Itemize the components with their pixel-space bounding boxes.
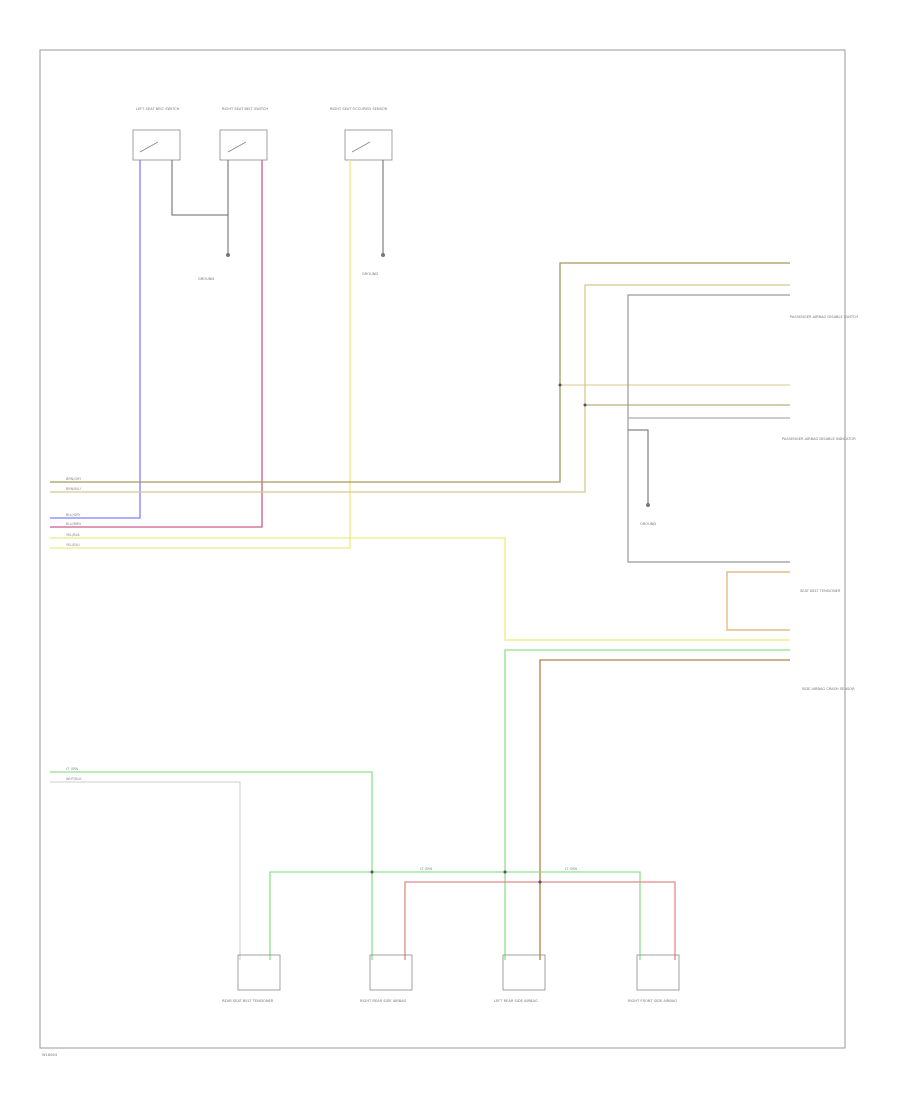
- tan-wire-1: [50, 262, 790, 483]
- brown-wire: [539, 659, 790, 960]
- left-seat-belt-switch: LEFT SEAT BELT SWITCH: [132, 107, 181, 161]
- green-wire: [504, 649, 790, 870]
- bottom-component-1-label: REAR SEAT BELT TENSIONER: [222, 999, 274, 1003]
- yellow-wire: [50, 160, 351, 549]
- ground-label: GROUND: [198, 277, 214, 281]
- bottom-component-1: REAR SEAT BELT TENSIONER: [222, 954, 281, 1003]
- green-bus: [269, 871, 641, 960]
- ground-label: GROUND: [362, 272, 378, 276]
- pink-wire: [50, 160, 263, 528]
- wire-label: YEL/BLU: [66, 543, 80, 547]
- wire-label: LT GRN: [420, 867, 433, 871]
- ground-symbol: [646, 503, 650, 507]
- seat-belt-tensioner-label: SEAT BELT TENSIONER: [800, 589, 841, 593]
- wire-label: BRN/GRY: [66, 477, 82, 481]
- orange-wire: [726, 571, 790, 631]
- disable-indicator-label: PASSENGER AIRBAG DISABLE INDICATOR: [782, 437, 856, 441]
- wire-label: BRN/BLU: [66, 487, 81, 491]
- right-seat-belt-switch: RIGHT SEAT BELT SWITCH: [219, 107, 268, 161]
- wire-label: LT GRN: [565, 867, 578, 871]
- green-wire-left: [50, 771, 373, 960]
- grey-wire: [627, 294, 790, 563]
- ground-symbol: [381, 253, 385, 257]
- wire-label: BLU/BRN: [66, 522, 81, 526]
- wire-label: LT GRN: [66, 767, 79, 771]
- diagram-border: [39, 49, 846, 1049]
- left-seat-belt-switch-label: LEFT SEAT BELT SWITCH: [136, 107, 180, 111]
- wire-label: YEL/BLK: [66, 533, 80, 537]
- right-seat-occupied-sensor: RIGHT SEAT OCCUPIED SENSOR: [330, 107, 393, 161]
- bottom-component-4: RIGHT FRONT SIDE AIRBAG: [628, 954, 680, 1003]
- bottom-component-3: LEFT REAR SIDE AIRBAG: [494, 954, 546, 1003]
- ground-symbol: [226, 253, 230, 257]
- diagram-id: W18064: [42, 1053, 58, 1057]
- yellow-grey-wire: [50, 537, 790, 641]
- blue-wire: [50, 160, 141, 519]
- tan-wire-2: [50, 284, 790, 493]
- right-seat-belt-switch-label: RIGHT SEAT BELT SWITCH: [222, 107, 268, 111]
- wire-label: WHT/BLK: [66, 777, 82, 781]
- bottom-component-2: RIGHT REAR SIDE AIRBAG: [360, 954, 413, 1003]
- ground-label: GROUND: [640, 522, 656, 526]
- bottom-component-3-label: LEFT REAR SIDE AIRBAG: [494, 999, 538, 1003]
- wire-label: BLU/GRY: [66, 513, 81, 517]
- bottom-component-2-label: RIGHT REAR SIDE AIRBAG: [360, 999, 407, 1003]
- passenger-disable-label: PASSENGER AIRBAG DISABLE SWITCH: [790, 315, 858, 319]
- bottom-component-4-label: RIGHT FRONT SIDE AIRBAG: [628, 999, 677, 1003]
- side-airbag-crash-sensor-label: SIDE AIRBAG CRASH SENSOR: [802, 687, 855, 691]
- right-seat-occupied-sensor-label: RIGHT SEAT OCCUPIED SENSOR: [330, 107, 388, 111]
- white-wire: [50, 781, 241, 960]
